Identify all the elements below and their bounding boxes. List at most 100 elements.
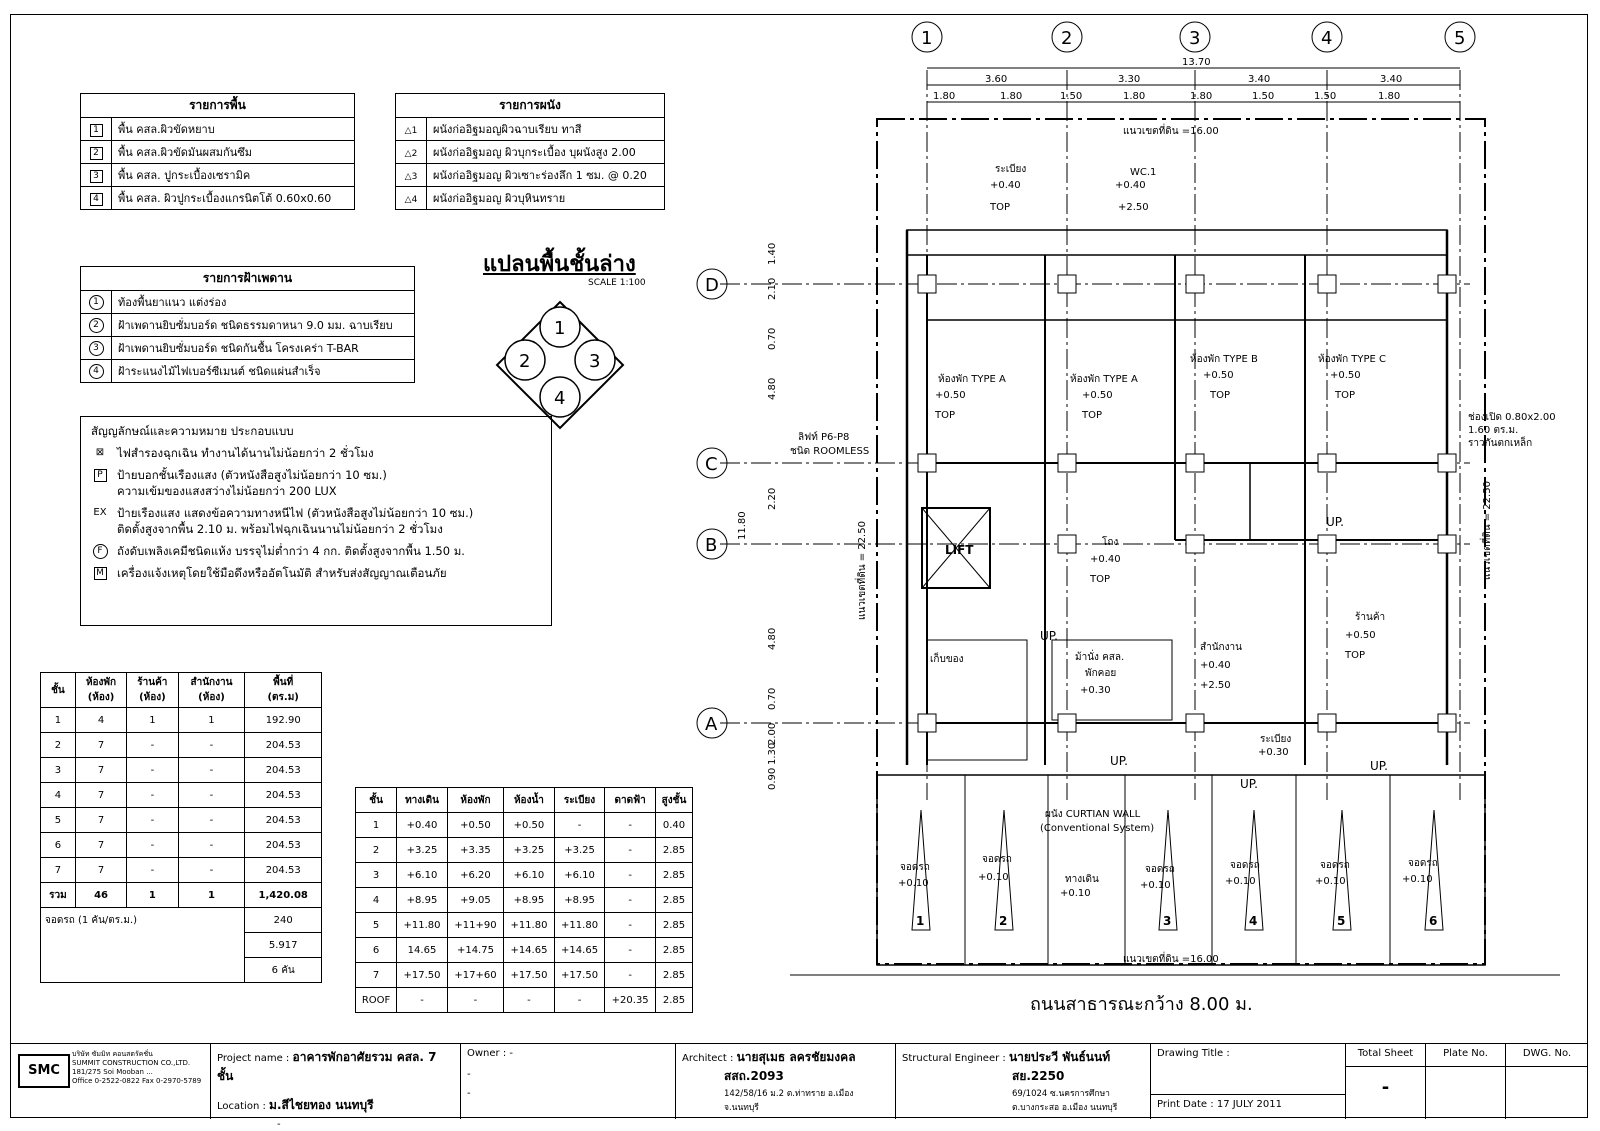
grid-label: 4	[1321, 28, 1332, 49]
area-table-header-cell: ร้านค้า (ห้อง)	[126, 672, 179, 708]
ceiling-sym: 2	[88, 318, 104, 333]
company-cell: SMC บริษัท ซัมมิท คอนสตรัคชั่น SUMMIT CO…	[10, 1044, 210, 1119]
level-table-header-cell: ดาดฟ้า	[604, 787, 656, 813]
location-label: Location :	[217, 1101, 266, 1112]
plan-scale: SCALE 1:100	[588, 278, 646, 288]
left-dim: 4.80	[767, 628, 778, 650]
key-label: 3	[589, 351, 600, 372]
table-cell: 2.85	[654, 887, 694, 913]
storage-label: เก็บของ	[930, 651, 964, 665]
grid-label: 1	[921, 28, 932, 49]
company-name: บริษัท ซัมมิท คอนสตรัคชั่น	[72, 1050, 153, 1058]
wall-sym: △2	[404, 148, 418, 159]
engineer-address: ต.บางกระสอ อ.เมือง นนทบุรี	[1012, 1103, 1118, 1113]
floor-sym: 3	[89, 169, 103, 183]
room-level: +0.40	[1115, 180, 1146, 191]
owner-line: -	[467, 1088, 471, 1099]
table-row: 4+8.95+9.05+8.95+8.95-2.85	[354, 887, 694, 913]
area-table-header-cell: ชั้น	[40, 672, 76, 708]
table-cell: 3	[354, 862, 398, 888]
dim-sub: 1.80	[1123, 91, 1145, 102]
room-level: +0.50	[1203, 370, 1234, 381]
table-cell: 1	[177, 882, 246, 908]
grid-label: 2	[1061, 28, 1072, 49]
table-cell: -	[126, 807, 179, 833]
left-dim: 1.40	[767, 243, 778, 265]
table-cell: +17.50	[396, 962, 448, 988]
table-cell: -	[126, 857, 179, 883]
exit-sign-icon: EX	[93, 507, 107, 518]
table-cell: รวม	[40, 882, 76, 908]
wall-sym: △3	[404, 171, 418, 182]
table-cell: +0.40	[396, 812, 448, 838]
level-table-header-cell: ระเบียง	[553, 787, 606, 813]
symbol-text: ถังดับเพลิงเคมีชนิดแห้ง บรรจุไม่ต่ำกว่า …	[117, 544, 465, 558]
key-symbol: 1 2 3 4	[495, 300, 625, 430]
road-label: ถนนสาธารณะกว้าง 8.00 ม.	[1030, 994, 1253, 1015]
floor-item: พื้น คสล.ผิวขัดมันผสมกันซึม	[111, 140, 355, 164]
dim-sub: 1.50	[1060, 91, 1082, 102]
room-ceiling: TOP	[1089, 574, 1110, 585]
parking-label: จอดรถ	[1320, 860, 1350, 871]
table-cell: +14.75	[446, 937, 505, 963]
floor-sym: 4	[89, 192, 103, 206]
bay-number: 1	[916, 914, 924, 928]
table-cell: -	[177, 782, 246, 808]
emergency-light-icon: ⊠	[95, 447, 105, 458]
room-level: +0.40	[1090, 554, 1121, 565]
total-sheet-value: -	[1346, 1066, 1425, 1098]
left-dim: 2.10	[767, 278, 778, 300]
table-cell: 1	[126, 707, 179, 733]
room-ceiling: TOP	[1344, 650, 1365, 661]
plate-no-cell: Plate No.	[1425, 1044, 1505, 1119]
table-cell: -	[126, 757, 179, 783]
room-name: ระเบียง	[995, 163, 1026, 175]
table-cell: -	[177, 832, 246, 858]
grid-label: A	[705, 714, 718, 735]
engineer-cell: Structural Engineer : นายประวี พันธ์นนท์…	[895, 1044, 1150, 1119]
table-cell: 2	[354, 837, 398, 863]
table-cell: -	[177, 732, 246, 758]
dim-bay: 3.60	[985, 74, 1007, 85]
boundary-side: แนวเขตที่ดิน = 22.50	[1479, 481, 1493, 580]
dim-bay: 3.40	[1248, 74, 1270, 85]
ceiling-item: ท้องพื้นยาแนว แต่งร่อง	[111, 290, 415, 314]
dim-bay: 3.40	[1380, 74, 1402, 85]
architect-cell: Architect : นายสุเมธ ลครชัยมงคล สสถ.2093…	[675, 1044, 895, 1119]
table-row: 3+6.10+6.20+6.10+6.10-2.85	[354, 862, 694, 888]
parking-label: จอดรถ	[1408, 858, 1438, 869]
grid-label: D	[705, 275, 719, 296]
table-cell: -	[553, 987, 606, 1013]
ceiling-sym: 1	[88, 295, 104, 310]
wall-legend-title: รายการผนัง	[395, 93, 665, 118]
plate-no-label: Plate No.	[1443, 1048, 1488, 1059]
symbol-text: เครื่องแจ้งเหตุโดยใช้มือดึงหรืออัตโนมัติ…	[117, 566, 447, 580]
table-cell: -	[126, 782, 179, 808]
table-cell: 7	[74, 807, 128, 833]
left-dim: 2.20	[767, 488, 778, 510]
table-cell: +3.25	[553, 837, 606, 863]
table-cell: +6.10	[553, 862, 606, 888]
table-cell: +3.35	[446, 837, 505, 863]
table-cell: 2	[40, 732, 76, 758]
area-table-header-cell: ห้องพัก (ห้อง)	[74, 672, 128, 708]
floor-sym: 1	[89, 123, 103, 137]
architect-address: จ.นนทบุรี	[724, 1103, 759, 1113]
parking-value: 240	[244, 907, 322, 933]
up-label: UP.	[1110, 754, 1128, 768]
table-cell: 2.85	[654, 987, 694, 1013]
room-level: +0.50	[1345, 630, 1376, 641]
owner-cell: Owner : - - -	[460, 1044, 675, 1119]
left-dim: 1.30	[767, 743, 778, 765]
level-table-header-cell: สูงชั้น	[654, 787, 694, 813]
table-cell: 4	[354, 887, 398, 913]
area-table-header-cell: สำนักงาน (ห้อง)	[177, 672, 246, 708]
dim-sub: 1.50	[1314, 91, 1336, 102]
drawing-frame	[10, 14, 1588, 1118]
drawing-title-label: Drawing Title :	[1157, 1048, 1230, 1059]
